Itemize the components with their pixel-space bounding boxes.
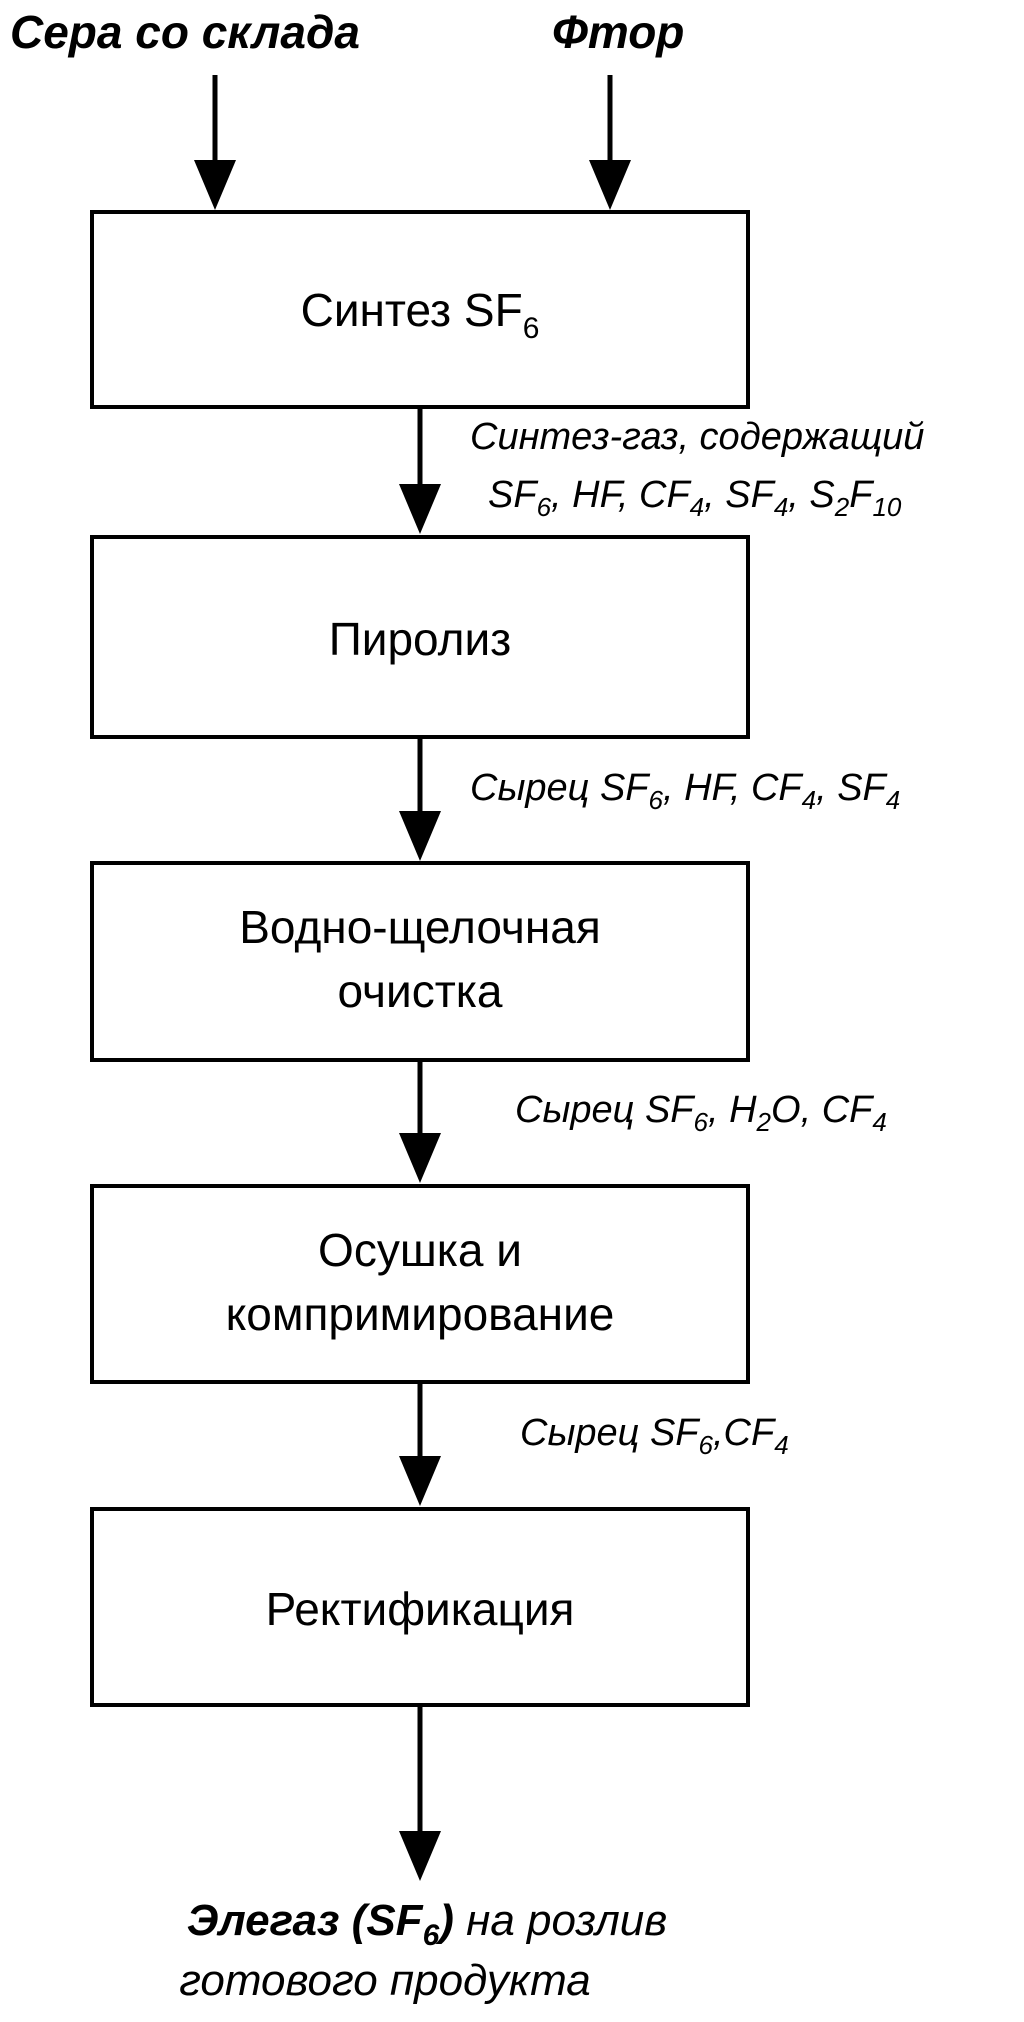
step-synthesis-label: Синтез SF6 <box>301 284 540 345</box>
step-pyrolysis-label: Пиролиз <box>329 613 512 665</box>
step-alkali-cleaning: Водно-щелочная очистка <box>90 861 750 1062</box>
stream-4-label: Сырец SF6,CF4 <box>520 1412 789 1460</box>
step-alkali-cleaning-line2: очистка <box>337 965 502 1017</box>
stream-3-label: Сырец SF6, H2O, CF4 <box>515 1089 887 1137</box>
stream-1-label-line1: Синтез-газ, содержащий <box>470 416 924 458</box>
input-sulfur-label: Сера со склада <box>10 6 360 58</box>
step-drying-line2: компримирование <box>226 1288 615 1340</box>
input-fluorine-label: Фтор <box>552 6 684 58</box>
step-pyrolysis: Пиролиз <box>90 535 750 739</box>
step-rectification-label: Ректификация <box>266 1583 575 1635</box>
output-label-line2: готового продукта <box>179 1956 591 2005</box>
stream-1-label-line2: SF6, HF, CF4, SF4, S2F10 <box>488 474 902 522</box>
step-drying-compression: Осушка и компримирование <box>90 1184 750 1384</box>
stream-2-label: Сырец SF6, HF, CF4, SF4 <box>470 767 900 815</box>
output-label-line1: Элегаз (SF6) на розлив <box>187 1896 667 1952</box>
step-drying-line1: Осушка и <box>318 1224 522 1276</box>
arrow-cleaning-to-drying <box>399 1060 441 1183</box>
step-alkali-cleaning-line1: Водно-щелочная <box>239 901 601 953</box>
arrow-fluorine-to-synthesis <box>589 75 631 210</box>
step-rectification: Ректификация <box>90 1507 750 1707</box>
step-synthesis: Синтез SF6 <box>90 210 750 409</box>
arrow-sulfur-to-synthesis <box>194 75 236 210</box>
arrow-pyrolysis-to-cleaning <box>399 737 441 861</box>
arrow-rectification-to-output <box>399 1705 441 1881</box>
arrow-synthesis-to-pyrolysis <box>399 407 441 534</box>
arrow-drying-to-rectification <box>399 1382 441 1506</box>
